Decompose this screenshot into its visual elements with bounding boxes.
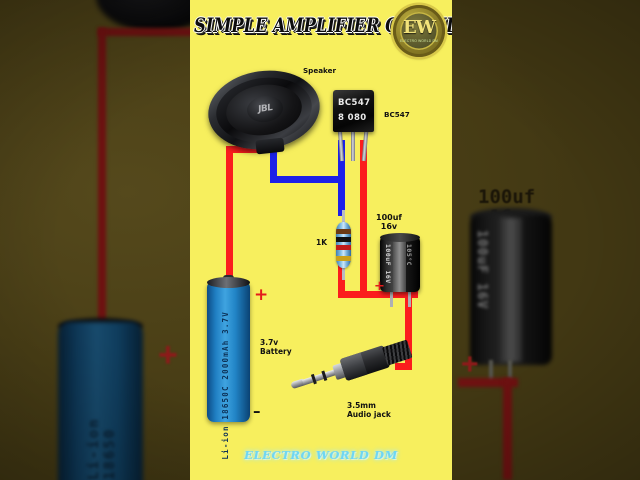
wire-jack-lead [395,363,412,370]
speaker-label: Speaker [303,66,337,75]
backdrop-wire-horizontal-2 [458,378,518,387]
resistor-label: 1K [316,238,328,247]
battery-minus-marker: – [253,402,261,420]
backdrop-wire-horizontal [98,28,208,36]
battery-label-line1: 3.7v [260,338,279,347]
backdrop-battery [58,322,143,480]
speaker-terminal-block [255,137,285,155]
resistor-body [336,222,351,268]
battery-label-line2: Battery [260,347,292,356]
channel-watermark: ELECTRO WORLD DM [244,448,398,462]
wire-transistor-emitter-vertical [360,140,367,298]
transistor-label: BC547 [384,110,410,119]
capacitor-body: 100uF 16V 105°C [380,236,420,292]
resistor-lead-top [342,210,345,224]
channel-logo-badge: EW ELECTRO WORLD DM [393,5,445,57]
capacitor-body-text: 100uF 16V [384,244,392,284]
backdrop-plus-left: + [158,338,178,372]
capacitor-body-text-2: 105°C [405,244,413,267]
wire-resistor-bottom-vertical [338,265,345,298]
channel-logo-inner: EW ELECTRO WORLD DM [400,12,438,50]
backdrop-capacitor-lead-2 [508,360,512,382]
resistor-band-3 [336,245,351,250]
backdrop-capacitor-stripe [500,218,522,362]
wire-speaker-to-transistor-horizontal [270,176,345,183]
battery-top-rim [207,277,250,288]
backdrop-wire-vertical-2 [503,378,512,480]
backdrop-wire-vertical [98,28,106,328]
capacitor-top [380,233,420,242]
wire-speaker-to-battery-horizontal [226,146,276,153]
audio-jack-strain-relief [381,339,413,366]
capacitor-label: 100uf 16v [376,213,402,231]
battery-body [207,282,250,422]
capacitor-label-line1: 100uf [376,213,402,222]
capacitor-plus-marker: + [374,279,385,294]
resistor-component [336,210,352,280]
speaker-brand-label: JBL [257,102,273,116]
battery-body-text: Li-ion 18650C 2000mAh 3.7V [221,311,230,460]
capacitor-lead-negative [390,291,393,307]
backdrop-capacitor-label-line1: 100uf [478,187,535,208]
transistor-leg-collector [361,130,369,162]
resistor-lead-bottom [342,266,345,280]
audio-jack-label: 3.5mm Audio jack [347,401,391,419]
backdrop-capacitor-text: 100uF 16V [474,230,489,309]
resistor-band-1 [336,229,351,234]
wire-to-resistor-vertical [338,176,345,216]
capacitor-polarity-stripe [393,240,406,292]
audio-jack-shaft [301,368,337,386]
battery-plus-marker: + [254,285,269,305]
speaker-component: JBL [203,63,325,157]
transistor-component: BC547 8 080 [333,90,383,165]
wire-capacitor-positive-vertical [405,291,412,370]
channel-logo-subtitle: ELECTRO WORLD DM [400,39,439,43]
battery-label: 3.7v Battery [260,338,292,356]
capacitor-component: 100uF 16V 105°C [380,233,422,307]
wire-speaker-negative-vertical [270,146,277,183]
transistor-body-text-line2: 8 080 [338,113,367,123]
audio-jack-label-line1: 3.5mm [347,401,376,410]
resistor-band-4 [336,256,351,261]
wire-transistor-collector-vertical [338,140,345,183]
backdrop-capacitor-lead-1 [489,360,493,382]
capacitor-label-line2: 16v [380,222,398,232]
transistor-body: BC547 8 080 [333,90,374,132]
backdrop-plus-right: + [461,350,479,380]
channel-logo-initials: EW [403,17,436,38]
resistor-band-2 [336,237,351,242]
page-title: SIMPLE AMPLIFIER CIRCUIT [194,14,452,37]
circuit-diagram-panel: SIMPLE AMPLIFIER CIRCUIT EW ELECTRO WORL… [190,0,452,480]
transistor-leg-emitter [337,130,345,162]
transistor-body-text-line1: BC547 [338,98,371,108]
wire-speaker-to-battery-vertical [226,146,233,282]
audio-jack-label-line2: Audio jack [347,410,391,419]
battery-component: Li-ion 18650C 2000mAh 3.7V [207,275,251,460]
wire-bottom-rail-horizontal [338,291,418,298]
capacitor-lead-positive [408,291,411,307]
transistor-leg-base [351,131,355,161]
